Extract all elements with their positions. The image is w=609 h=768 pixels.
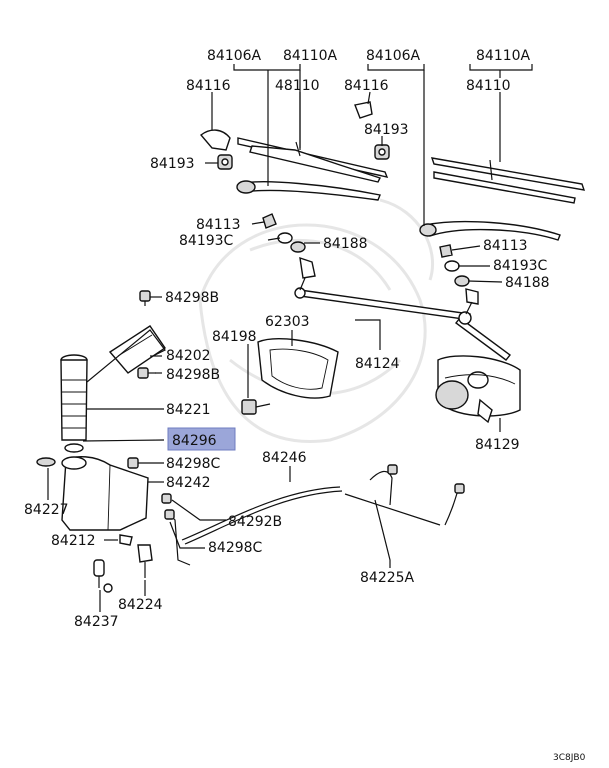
left-nut-84193 [217, 154, 233, 170]
wiper-linkage [294, 277, 512, 361]
tank-cap [36, 457, 56, 467]
label-84193-1: 84193 [364, 122, 409, 138]
left-wiper-arm [236, 180, 381, 201]
filler-neck-hose [60, 354, 88, 441]
label-84193C-1: 84193C [179, 233, 234, 249]
label-84237: 84237 [74, 614, 119, 630]
label-84116-2: 84116 [344, 78, 389, 94]
wiper-motor [435, 355, 521, 424]
label-84298C-1: 84298C [166, 456, 221, 472]
label-84246: 84246 [262, 450, 307, 466]
label-84188-1: 84188 [323, 236, 368, 252]
bolt-84198 [241, 399, 271, 415]
label-84298B-2: 84298B [166, 367, 220, 383]
label-84110A-2: 84110A [476, 48, 531, 64]
tank-seal-84296 [64, 443, 84, 453]
highlight-box-84296 [167, 427, 236, 451]
label-84188-2: 84188 [505, 275, 550, 291]
left-blade-clip [199, 129, 231, 151]
bolt-84298B-bottom [137, 367, 156, 379]
right-wiper-blade [430, 157, 586, 204]
label-84296: 84296 [172, 433, 217, 449]
label-84110: 84110 [466, 78, 511, 94]
washer-tank [61, 456, 149, 531]
nut-84298C-top [127, 457, 139, 469]
right-clip-84116 [354, 101, 373, 119]
label-84106A-2: 84106A [366, 48, 421, 64]
label-84227: 84227 [24, 502, 69, 518]
bolt-84298B-top [139, 290, 151, 306]
part-labels: 84106A 84110A 84106A 84110A 84116 48110 … [24, 48, 586, 763]
label-84193-2: 84193 [150, 156, 195, 172]
label-84202: 84202 [166, 348, 211, 364]
label-62303: 62303 [265, 314, 310, 330]
label-84212: 84212 [51, 533, 96, 549]
label-84193C-2: 84193C [493, 258, 548, 274]
label-84224: 84224 [118, 597, 163, 613]
label-84113-1: 84113 [196, 217, 241, 233]
label-84116-1: 84116 [186, 78, 231, 94]
label-84292B: 84292B [228, 514, 282, 530]
wiring-harness [344, 464, 465, 526]
label-84106A-1: 84106A [207, 48, 262, 64]
label-84129: 84129 [475, 437, 520, 453]
right-pivot-parts [439, 244, 479, 305]
washer-hose [161, 486, 343, 566]
label-84124: 84124 [355, 356, 400, 372]
tank-bracket [108, 325, 166, 374]
label-84198: 84198 [212, 329, 257, 345]
leader-lines [47, 64, 533, 612]
watermark-emblem [198, 198, 435, 443]
label-84242: 84242 [166, 475, 211, 491]
diagram-code: 3C8JB0 [553, 753, 586, 763]
label-84110A-1: 84110A [283, 48, 338, 64]
label-84225A: 84225A [360, 570, 415, 586]
left-wiper-blade [237, 137, 389, 183]
motor-gasket [257, 338, 339, 399]
label-84298B-1: 84298B [165, 290, 219, 306]
label-84113-2: 84113 [483, 238, 528, 254]
right-nut-84193 [374, 144, 390, 160]
washer-pump [93, 534, 153, 593]
left-pivot-parts [262, 213, 316, 279]
label-84221: 84221 [166, 402, 211, 418]
right-wiper-arm [419, 220, 561, 241]
label-48110: 48110 [275, 78, 320, 94]
label-84298C-2: 84298C [208, 540, 263, 556]
